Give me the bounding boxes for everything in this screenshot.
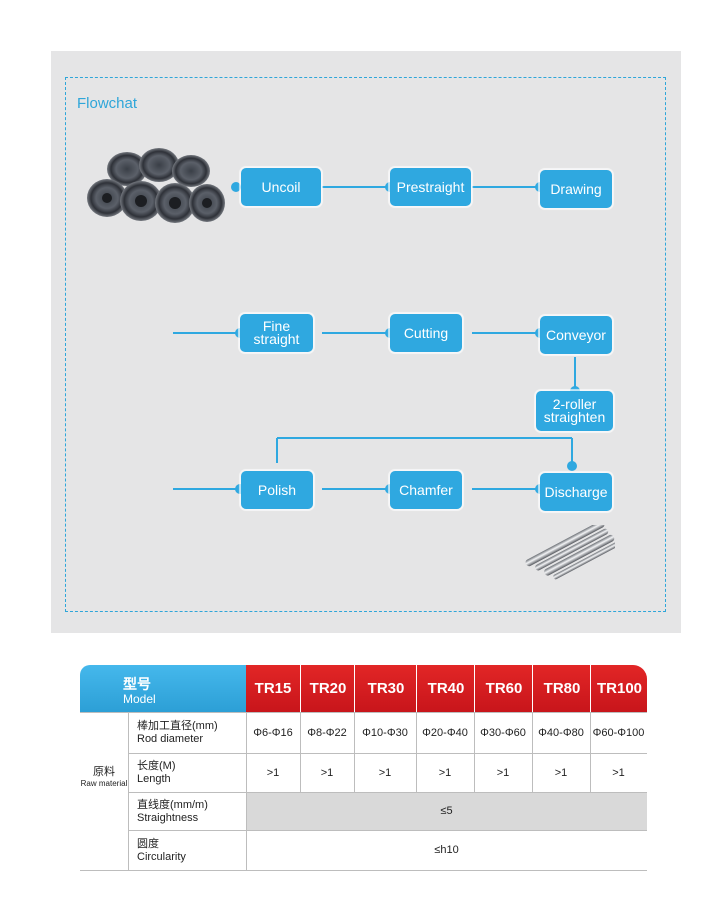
step-discharge: Discharge: [540, 473, 612, 511]
length-tr100: >1: [612, 766, 625, 779]
row-label-length: 长度(M) Length: [137, 760, 176, 786]
circularity-cn: 圆度: [137, 838, 159, 850]
length-tr40: >1: [438, 766, 452, 779]
model-tr30: TR30: [354, 665, 417, 712]
model-values-header: [246, 665, 647, 712]
flow-connectors: [173, 182, 580, 494]
flowchart-title: Flowchat: [77, 95, 138, 112]
step-conveyor: Conveyor: [540, 316, 612, 354]
rod-diameter-cn: 棒加工直径(mm): [137, 720, 218, 732]
model-tr20: TR20: [300, 665, 355, 712]
row-label-rod-diameter: 棒加工直径(mm) Rod diameter: [137, 720, 218, 746]
circularity-en: Circularity: [137, 851, 186, 863]
length-cn: 长度(M): [137, 760, 176, 772]
step-prestraight: Prestraight: [390, 168, 471, 206]
straightness-value: ≤5: [440, 805, 453, 817]
step-fine-straight: Fine straight: [240, 314, 313, 352]
straightness-cn: 直线度(mm/m): [137, 799, 208, 811]
step-chamfer: Chamfer: [390, 471, 462, 509]
straightness-en: Straightness: [137, 812, 199, 824]
rod-diameter-tr60: Φ30-Φ60: [480, 726, 526, 739]
model-tr80: TR80: [532, 665, 591, 712]
flowchart-border: [65, 77, 666, 612]
step-drawing: Drawing: [540, 170, 612, 208]
length-en: Length: [137, 773, 171, 785]
model-tr60: TR60: [474, 665, 533, 712]
model-label-en: Model: [123, 692, 156, 706]
finished-rods-image: [525, 525, 615, 580]
rod-diameter-tr100: Φ60-Φ100: [592, 726, 645, 739]
length-tr20: >1: [320, 766, 334, 779]
table-header: 型号 Model TR15 TR20 TR30 TR40 TR60 TR80 T…: [80, 665, 647, 712]
rod-diameter-tr20: Φ8-Φ22: [307, 726, 347, 739]
model-tr40: TR40: [416, 665, 475, 712]
row-label-circularity: 圆度 Circularity: [137, 838, 186, 864]
length-tr15: >1: [266, 766, 280, 779]
length-tr60: >1: [496, 766, 510, 779]
model-header-cell: 型号 Model: [80, 665, 246, 712]
rod-diameter-tr30: Φ10-Φ30: [362, 726, 408, 739]
step-2-roller-straighten: 2-roller straighten: [536, 391, 613, 431]
step-uncoil: Uncoil: [241, 168, 321, 206]
row-label-straightness: 直线度(mm/m) Straightness: [137, 799, 208, 825]
circularity-value: ≤h10: [434, 844, 459, 856]
step-cutting: Cutting: [390, 314, 462, 352]
rod-diameter-tr40: Φ20-Φ40: [422, 726, 468, 739]
group-label-en: Raw material: [80, 779, 128, 788]
group-label-cn: 原料: [93, 766, 115, 778]
raw-material-group: 原料 Raw material: [80, 763, 128, 788]
straightness-merged-bg: [246, 792, 647, 830]
length-tr80: >1: [554, 766, 568, 779]
rod-diameter-tr15: Φ6-Φ16: [253, 726, 293, 739]
wire-coils-image: [85, 143, 227, 235]
rod-diameter-en: Rod diameter: [137, 733, 204, 745]
model-tr100: TR100: [590, 665, 648, 712]
model-tr15: TR15: [254, 680, 292, 697]
length-tr30: >1: [378, 766, 392, 779]
model-label-cn: 型号: [123, 676, 151, 692]
step-2-roller-line1: 2-roller: [552, 396, 597, 412]
step-polish: Polish: [241, 471, 313, 509]
rod-diameter-tr80: Φ40-Φ80: [538, 726, 584, 739]
step-2-roller-line2: straighten: [543, 409, 606, 425]
